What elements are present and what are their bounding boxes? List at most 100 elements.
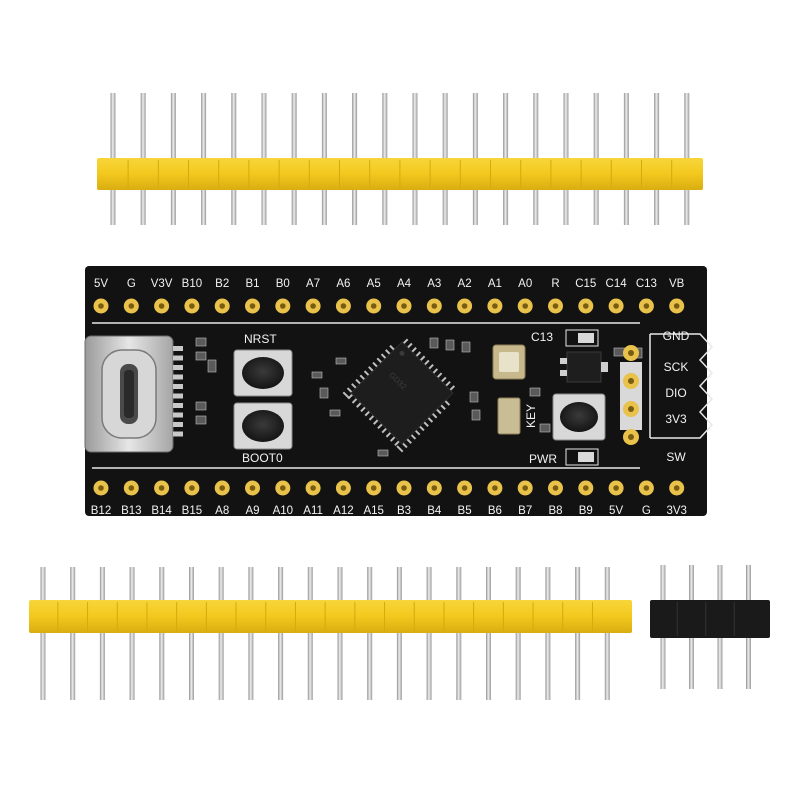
smd-part [335, 357, 347, 365]
pad-hole [628, 378, 634, 384]
bottom-pin-label: B14 [151, 505, 172, 517]
header-pin [307, 567, 313, 700]
top-pin-label: A1 [488, 278, 502, 290]
header-pin [456, 567, 462, 700]
pad-hole [431, 303, 438, 309]
top-pin-label: B1 [245, 278, 259, 290]
header-pin [575, 567, 581, 700]
smd-part [311, 371, 323, 379]
usb-c-connector-icon[interactable] [84, 335, 174, 453]
smd-part [461, 341, 471, 353]
pad-hole [643, 303, 650, 309]
pad-hole [98, 303, 104, 309]
pad-hole [128, 303, 135, 309]
header-pin [337, 567, 343, 700]
pad-hole [461, 303, 468, 309]
header-pin [367, 567, 373, 700]
top-pin-label: B2 [215, 278, 229, 290]
pad-hole [158, 303, 165, 309]
user-led-label: C13 [531, 330, 553, 344]
header-pin [426, 567, 432, 700]
swd-label: SCK [664, 360, 689, 374]
pad-hole [492, 303, 498, 309]
reset-button[interactable] [233, 349, 293, 397]
mcu-chip-icon: GD32 [342, 338, 456, 453]
pad-hole [280, 485, 286, 491]
top-pin-label: C13 [636, 278, 657, 290]
header-pin [189, 567, 194, 700]
top-pin-label: R [551, 278, 559, 290]
pad-hole [643, 485, 650, 491]
swd-label: SW [666, 450, 686, 464]
usb-tab [173, 365, 183, 370]
header-pin [396, 567, 402, 700]
usb-solder-tabs [173, 346, 183, 437]
smd-part [539, 423, 551, 433]
pad-hole [280, 303, 286, 309]
pad-hole [370, 303, 377, 309]
header-pin [159, 567, 165, 700]
pad-hole [673, 303, 680, 309]
bottom-pin-label: B13 [121, 505, 141, 517]
pad-hole [219, 303, 225, 309]
pad-hole [401, 485, 407, 491]
boot0-button[interactable] [233, 402, 293, 450]
reset-button-label: NRST [244, 332, 277, 346]
pin-header-long [29, 567, 632, 700]
power-led-label: PWR [529, 452, 557, 466]
bottom-pin-label: A12 [333, 505, 353, 517]
pad-hole [628, 350, 634, 356]
usb-tab [173, 422, 183, 427]
pad-hole [158, 485, 165, 491]
usb-tab [173, 403, 183, 408]
pad-hole [431, 485, 438, 491]
smd-part [329, 409, 341, 417]
pad-hole [461, 485, 468, 491]
pad-hole [673, 485, 680, 491]
top-pin-label: A6 [336, 278, 350, 290]
header-pin [129, 567, 135, 700]
pad-hole [370, 485, 377, 491]
bottom-pin-label: B12 [91, 505, 111, 517]
bottom-pin-label: G [642, 505, 651, 517]
top-pin-label: A2 [458, 278, 472, 290]
pad-hole [340, 485, 347, 491]
top-pin-label: A0 [518, 278, 532, 290]
top-pin-label: B0 [276, 278, 290, 290]
usb-tab [173, 346, 183, 351]
top-pin-label: G [127, 278, 136, 290]
pad-hole [249, 485, 256, 491]
crystal-oscillator-icon [492, 344, 526, 380]
pad-hole [628, 406, 634, 412]
boot0-button-label: BOOT0 [242, 451, 283, 465]
top-pin-label: B10 [182, 278, 202, 290]
bottom-pin-label: A15 [363, 505, 383, 517]
pad-hole [219, 485, 225, 491]
top-pin-label: C15 [575, 278, 596, 290]
swd-label: GND [663, 329, 690, 343]
pad-hole [98, 485, 104, 491]
smd-part [429, 337, 439, 349]
header-pin [604, 567, 610, 700]
header-plastic-black [650, 600, 770, 638]
top-pin-label: V3V [151, 278, 173, 290]
usb-tab [173, 431, 183, 437]
bottom-pin-label: A10 [273, 505, 293, 517]
pad-hole [522, 485, 528, 491]
pad-hole [613, 485, 619, 491]
pad-hole [189, 485, 195, 491]
pad-hole [628, 434, 634, 440]
bottom-pin-label: B6 [488, 505, 502, 517]
pad-hole [613, 303, 619, 309]
pad-hole [128, 485, 135, 491]
key-button[interactable] [552, 393, 606, 441]
pad-hole [583, 485, 589, 491]
top-pin-label: A5 [367, 278, 381, 290]
pad-hole [189, 303, 195, 309]
bottom-pin-label: B4 [427, 505, 442, 517]
bottom-pin-label: B7 [518, 505, 532, 517]
bottom-pin-label: 5V [609, 505, 623, 517]
